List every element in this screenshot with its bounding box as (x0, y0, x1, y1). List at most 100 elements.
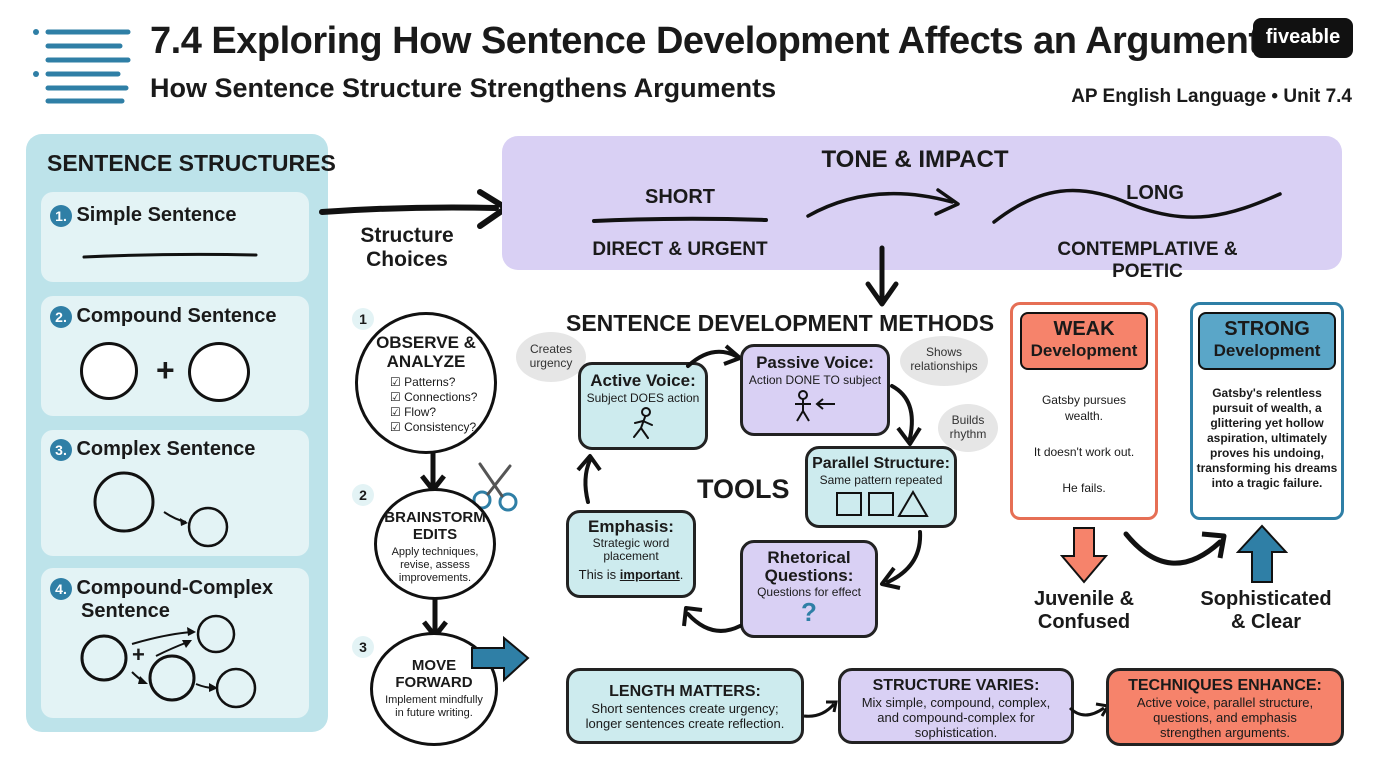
bubble-line: relationships (910, 359, 978, 373)
step-number: 3 (352, 636, 374, 658)
weak-result-line1: Juvenile & (1033, 588, 1135, 610)
complex-sentence-card (41, 430, 309, 556)
short-label: SHORT (645, 186, 715, 208)
number-badge: 1. (50, 205, 72, 227)
node-desc: Subject DOES action (586, 391, 700, 405)
summary-line: Short sentences create urgency; (591, 701, 779, 716)
structure-choices-label: Structure Choices (352, 224, 462, 272)
node-title: Parallel Structure: (812, 455, 950, 472)
strong-line: Gatsby's relentless (1212, 386, 1322, 400)
bubble-line: Builds (951, 413, 985, 427)
step-title-line1: MOVE (411, 657, 457, 674)
strong-line: pursuit of wealth, a (1212, 401, 1322, 415)
strong-result-line2: & Clear (1230, 611, 1302, 633)
strong-result: Sophisticated & Clear (1196, 588, 1336, 634)
bubble-line: Shows (925, 345, 963, 359)
card-label: Simple Sentence (76, 204, 237, 226)
checklist-item: ☑ Flow? (390, 405, 437, 419)
curved-arrow-icon (806, 188, 960, 218)
summary-line: Mix simple, compound, complex, (861, 695, 1051, 710)
strong-title: STRONG (1224, 318, 1310, 340)
compound-complex-heading: 4. Compound-Complex (50, 577, 273, 600)
compound-complex-diagram-icon (80, 614, 257, 709)
relationships-bubble: Shows relationships (900, 336, 988, 386)
clause-circle-icon (188, 342, 250, 402)
strong-line: into a tragic failure. (1211, 476, 1323, 490)
node-desc-line: Strategic word (592, 536, 670, 550)
strong-line: aspiration, ultimately (1206, 431, 1328, 445)
step-number: 1 (352, 308, 374, 330)
weak-example: Gatsby pursues wealth. It doesn't work o… (1014, 392, 1154, 496)
number-badge: 3. (50, 439, 72, 461)
strong-line: transforming his dreams (1196, 461, 1338, 475)
tone-impact-box (502, 136, 1342, 270)
emphasis-node: Emphasis: Strategic word placement This … (566, 510, 696, 598)
short-line-icon (592, 216, 768, 223)
summary-line: longer sentences create reflection. (585, 716, 785, 731)
simple-sentence-heading: 1. Simple Sentence (50, 204, 237, 227)
summary-title: STRUCTURE VARIES: (872, 677, 1040, 694)
card-label: Compound-Complex (76, 577, 274, 599)
step-number: 2 (352, 484, 374, 506)
card-label: Compound Sentence (76, 305, 277, 327)
compound-complex-card (41, 568, 309, 718)
question-mark-icon: ? (801, 597, 817, 627)
strong-line: proves his undoing, (1209, 446, 1324, 460)
fiveable-logo: fiveable (1253, 18, 1353, 58)
number-badge: 2. (50, 306, 72, 328)
summary-line: questions, and emphasis (1153, 710, 1297, 725)
complex-diagram-icon (93, 471, 229, 548)
step-desc-line: in future writing. (395, 707, 473, 719)
rhetorical-questions-node: Rhetorical Questions: Questions for effe… (740, 540, 878, 638)
checklist-item: ☑ Connections? (390, 390, 478, 404)
step-desc-line: revise, assess (400, 559, 470, 571)
plus-sign: + (156, 352, 175, 388)
observe-analyze-step: OBSERVE & ANALYZE ☑ Patterns? ☑ Connecti… (355, 312, 497, 454)
weak-subtitle: Development (1030, 341, 1138, 360)
emphasized-word: important (619, 567, 680, 582)
strong-development-header: STRONG Development (1198, 312, 1336, 370)
cycle-arrow-icon (576, 454, 602, 504)
shapes-pattern-icon (836, 490, 929, 517)
blue-arrow-icon (471, 636, 530, 683)
curved-arrow-icon (1123, 531, 1227, 566)
flow-arrow-icon (803, 700, 838, 718)
cycle-arrow-icon (682, 606, 742, 633)
step-title-line1: BRAINSTORM (384, 509, 486, 526)
brainstorm-edits-step: BRAINSTORM EDITS Apply techniques, revis… (374, 488, 496, 600)
node-desc: Questions for effect (757, 585, 861, 599)
bubble-line: Creates (529, 342, 573, 356)
strong-example: Gatsby's relentless pursuit of wealth, a… (1194, 386, 1340, 491)
example-text: This is (578, 567, 620, 582)
menu-lines-icon (33, 29, 131, 104)
methods-title: SENTENCE DEVELOPMENT METHODS (566, 310, 995, 336)
step-desc-line: improvements. (398, 572, 472, 584)
number-badge: 4. (50, 578, 72, 600)
strong-subtitle: Development (1213, 341, 1321, 360)
page-title: 7.4 Exploring How Sentence Development A… (150, 20, 1261, 62)
techniques-enhance-box: TECHNIQUES ENHANCE: Active voice, parall… (1106, 668, 1344, 746)
cycle-arrow-icon (880, 530, 923, 590)
node-title-line2: Questions: (764, 566, 854, 585)
cycle-arrow-icon (686, 344, 742, 368)
node-desc: Action DONE TO subject (748, 373, 882, 387)
example-text: . (679, 567, 684, 582)
running-person-icon (633, 407, 653, 439)
sentence-structures-title: SENTENCE STRUCTURES (47, 150, 336, 176)
summary-line: Active voice, parallel structure, (1136, 695, 1314, 710)
short-desc: DIRECT & URGENT (592, 239, 768, 260)
weak-development-header: WEAK Development (1020, 312, 1148, 370)
long-desc: CONTEMPLATIVE & POETIC (1057, 239, 1238, 282)
step-desc-line: Implement mindfully (385, 694, 483, 706)
bubble-line: rhythm (949, 427, 987, 441)
structure-choices-line2: Choices (366, 248, 448, 271)
strong-result-line1: Sophisticated (1200, 588, 1332, 610)
wave-line-icon (992, 188, 1282, 224)
orange-down-arrow-icon (1060, 527, 1108, 584)
bubble-line: urgency (529, 356, 573, 370)
urgency-bubble: Creates urgency (516, 332, 586, 382)
passive-voice-node: Passive Voice: Action DONE TO subject (740, 344, 890, 436)
weak-title: WEAK (1053, 318, 1115, 340)
weak-line: Gatsby pursues (1041, 393, 1127, 407)
node-desc-line: placement (603, 549, 659, 563)
